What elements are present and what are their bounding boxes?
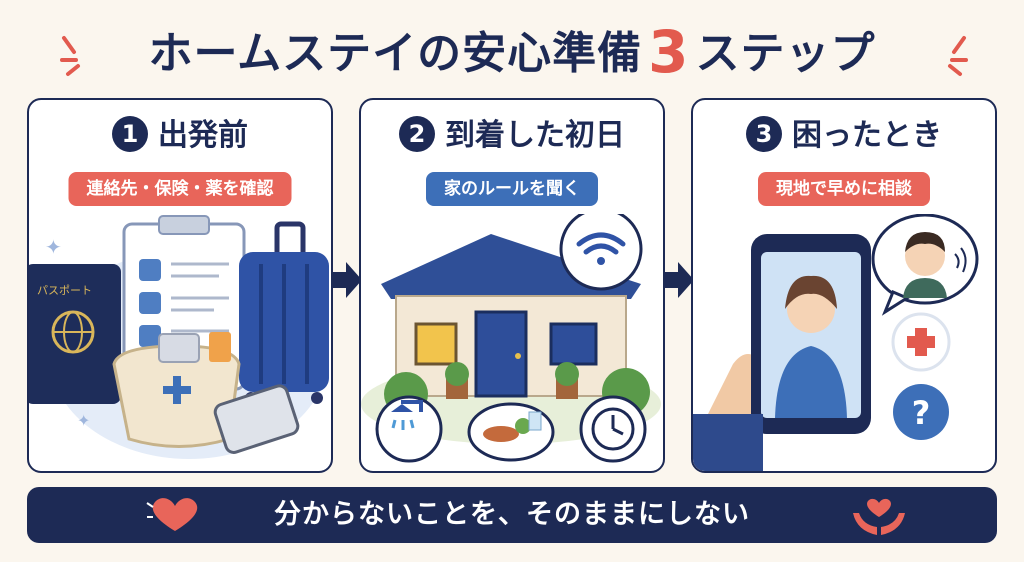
step-3-title: 困ったとき: [792, 118, 942, 153]
banner-text: 分からないことを、そのままにしない: [274, 499, 750, 530]
passport-label: パスポート: [37, 284, 92, 297]
title-main: ホームステイの安心準備: [148, 28, 643, 79]
first-aid-pouch-icon: [112, 332, 241, 448]
sparkle-left-icon: [60, 36, 80, 76]
step-1-number: 1: [112, 116, 148, 152]
help-symbol: ?: [912, 394, 931, 432]
step-1-tag: 連絡先・保険・薬を確認: [68, 172, 292, 206]
meal-icon: [467, 402, 555, 462]
step-2-heading: 2 到着した初日: [361, 116, 663, 156]
clock-icon: [579, 395, 647, 463]
step-3-number: 3: [746, 116, 782, 152]
bottom-banner: 分からないことを、そのままにしない: [27, 487, 997, 543]
heart-icon: [146, 498, 198, 531]
passport-icon: パスポート: [29, 264, 121, 404]
arrow-right-icon: [664, 262, 694, 298]
smartphone-icon: [213, 384, 300, 454]
video-call-icon: [693, 234, 871, 471]
step-2-tag: 家のルールを聞く: [426, 172, 598, 206]
step-2-number: 2: [399, 116, 435, 152]
shower-icon: [375, 395, 443, 463]
heart-hands-icon: [853, 498, 905, 535]
title-suffix: ステップ: [695, 28, 876, 79]
step-2-title: 到着した初日: [445, 118, 625, 153]
wifi-icon: [559, 214, 643, 291]
svg-text:✦: ✦: [77, 411, 90, 430]
step-3-illustration: ?: [693, 214, 979, 471]
step-2-illustration: [361, 214, 661, 463]
step-panel-2: 2 到着した初日 家のルールを聞く: [359, 98, 665, 473]
step-1-illustration: パスポート ✦ ✦: [29, 215, 329, 459]
sparkle-right-icon: [948, 36, 968, 76]
title-number: 3: [648, 18, 690, 86]
medical-cross-icon: [891, 312, 951, 372]
suitcase-icon: [239, 221, 329, 404]
step-panel-1: 1 出発前 連絡先・保険・薬を確認 パスポート: [27, 98, 333, 473]
arrow-right-icon: [332, 262, 362, 298]
house-icon: [381, 234, 650, 416]
step-1-title: 出発前: [158, 118, 248, 153]
step-3-heading: 3 困ったとき: [693, 116, 995, 156]
svg-text:✦: ✦: [45, 235, 62, 259]
worried-person-icon: [871, 214, 979, 316]
step-panel-3: 3 困ったとき 現地で早めに相談 ?: [691, 98, 997, 473]
step-3-tag: 現地で早めに相談: [758, 172, 930, 206]
question-icon: ?: [893, 384, 949, 440]
step-1-heading: 1 出発前: [29, 116, 331, 156]
